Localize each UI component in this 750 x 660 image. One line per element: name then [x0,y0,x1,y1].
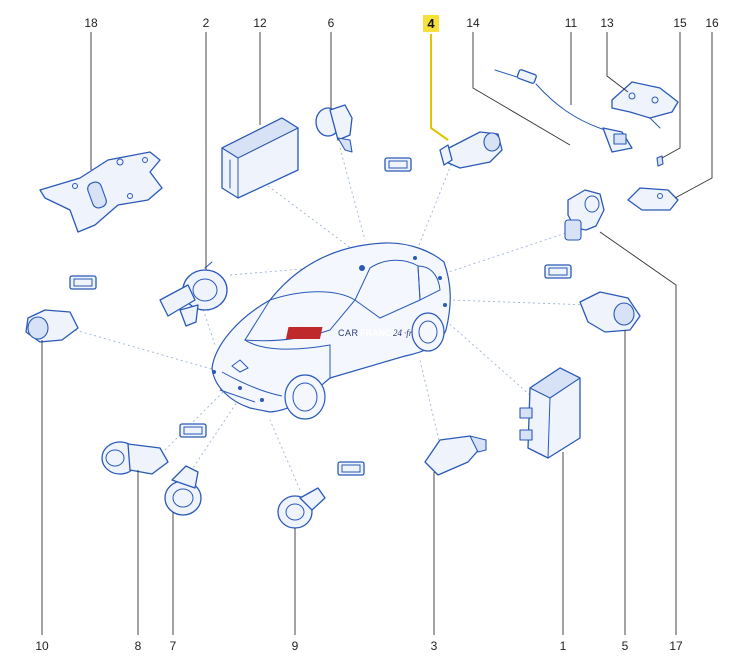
callout-14: 14 [466,16,480,30]
part-15-clip [656,155,664,167]
callout-4-highlight [423,15,439,32]
svg-text:24: 24 [393,328,403,338]
clip-left [69,275,97,290]
part-16-cover [627,187,679,211]
relation-lines [74,147,591,491]
part-3-sensor [424,435,487,476]
callout-1: 1 [560,639,567,653]
callout-15: 15 [673,16,687,30]
part-1-module [519,367,581,459]
callout-8: 8 [135,639,142,653]
car-body [211,242,451,420]
part-2-sensor [159,261,228,327]
callout-6: 6 [328,16,335,30]
part-6-sensor [315,104,353,153]
watermark: CAR FRANCE 24 ·fr [285,327,413,339]
clip-lower-left [179,423,207,438]
callout-9: 9 [292,639,299,653]
part-10-sensor [25,309,79,343]
callout-16: 16 [705,16,719,30]
part-4-sensor [439,131,503,169]
callout-5: 5 [622,639,629,653]
svg-text:·fr: ·fr [404,328,413,338]
part-14-11-cable [494,69,633,153]
leader-lines [41,32,713,635]
part-5-sensor [579,291,641,333]
svg-text:CAR: CAR [338,328,359,338]
clip-right [544,264,572,279]
clip-upper [384,157,412,172]
part-7-sensor [164,465,202,516]
callout-3: 3 [431,639,438,653]
part-17-sensor [564,189,605,241]
callout-18: 18 [84,16,98,30]
callout-4: 4 [427,16,435,31]
callout-17: 17 [669,639,683,653]
callout-labels: 18 2 12 6 4 14 11 13 15 16 10 8 7 9 3 1 … [35,15,719,653]
part-12-control-unit [221,117,299,199]
callout-2: 2 [203,16,210,30]
clip-lower-center [337,461,365,476]
part-9-sensor [277,487,326,529]
callout-11: 11 [565,16,578,30]
part-18-bracket [39,151,163,233]
callout-10: 10 [35,639,49,653]
part-13-bracket [611,81,679,129]
callout-13: 13 [600,16,614,30]
callout-7: 7 [170,639,177,653]
callout-12: 12 [253,16,267,30]
svg-text:FRANCE: FRANCE [360,328,398,338]
part-8-sensor [101,441,169,475]
